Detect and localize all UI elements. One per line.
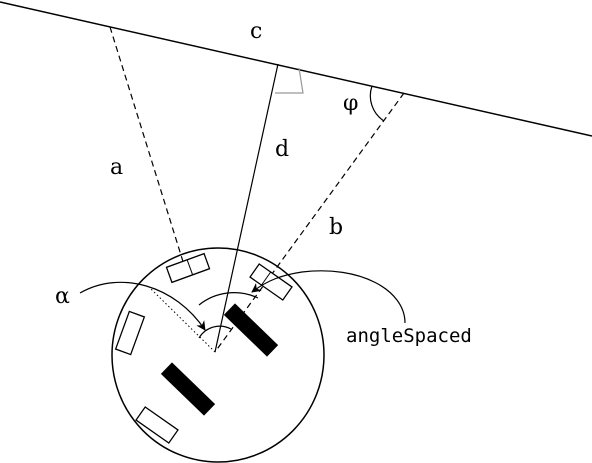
sensor-top-left [165, 252, 211, 284]
ray-b-line [214, 92, 405, 353]
dotted-reference-line [149, 287, 216, 353]
right-angle-marker [275, 67, 304, 94]
alpha-pointer-curve [79, 281, 206, 331]
label-alpha: α [55, 284, 70, 309]
wall-line [0, 1, 592, 137]
wheel-top-right [223, 303, 279, 357]
angle-spaced-pointer-curve [251, 270, 406, 324]
wheel-bottom-left [160, 362, 216, 416]
sensor-left [114, 310, 146, 356]
sensor-top-right [249, 263, 293, 301]
label-phi: φ [343, 91, 358, 116]
label-c: c [250, 19, 262, 44]
sensor-bottom-left [135, 406, 179, 444]
label-d: d [275, 137, 289, 162]
ray-a-line [109, 26, 186, 269]
phi-angle-arc [369, 85, 385, 122]
perpendicular-d-line [214, 63, 279, 353]
label-b: b [329, 215, 343, 240]
label-a: a [110, 155, 123, 180]
angle-spaced-arc [198, 292, 259, 306]
robot-body-circle [111, 247, 325, 463]
label-angle-spaced: angleSpaced [346, 325, 472, 347]
alpha-angle-arc [198, 325, 232, 339]
